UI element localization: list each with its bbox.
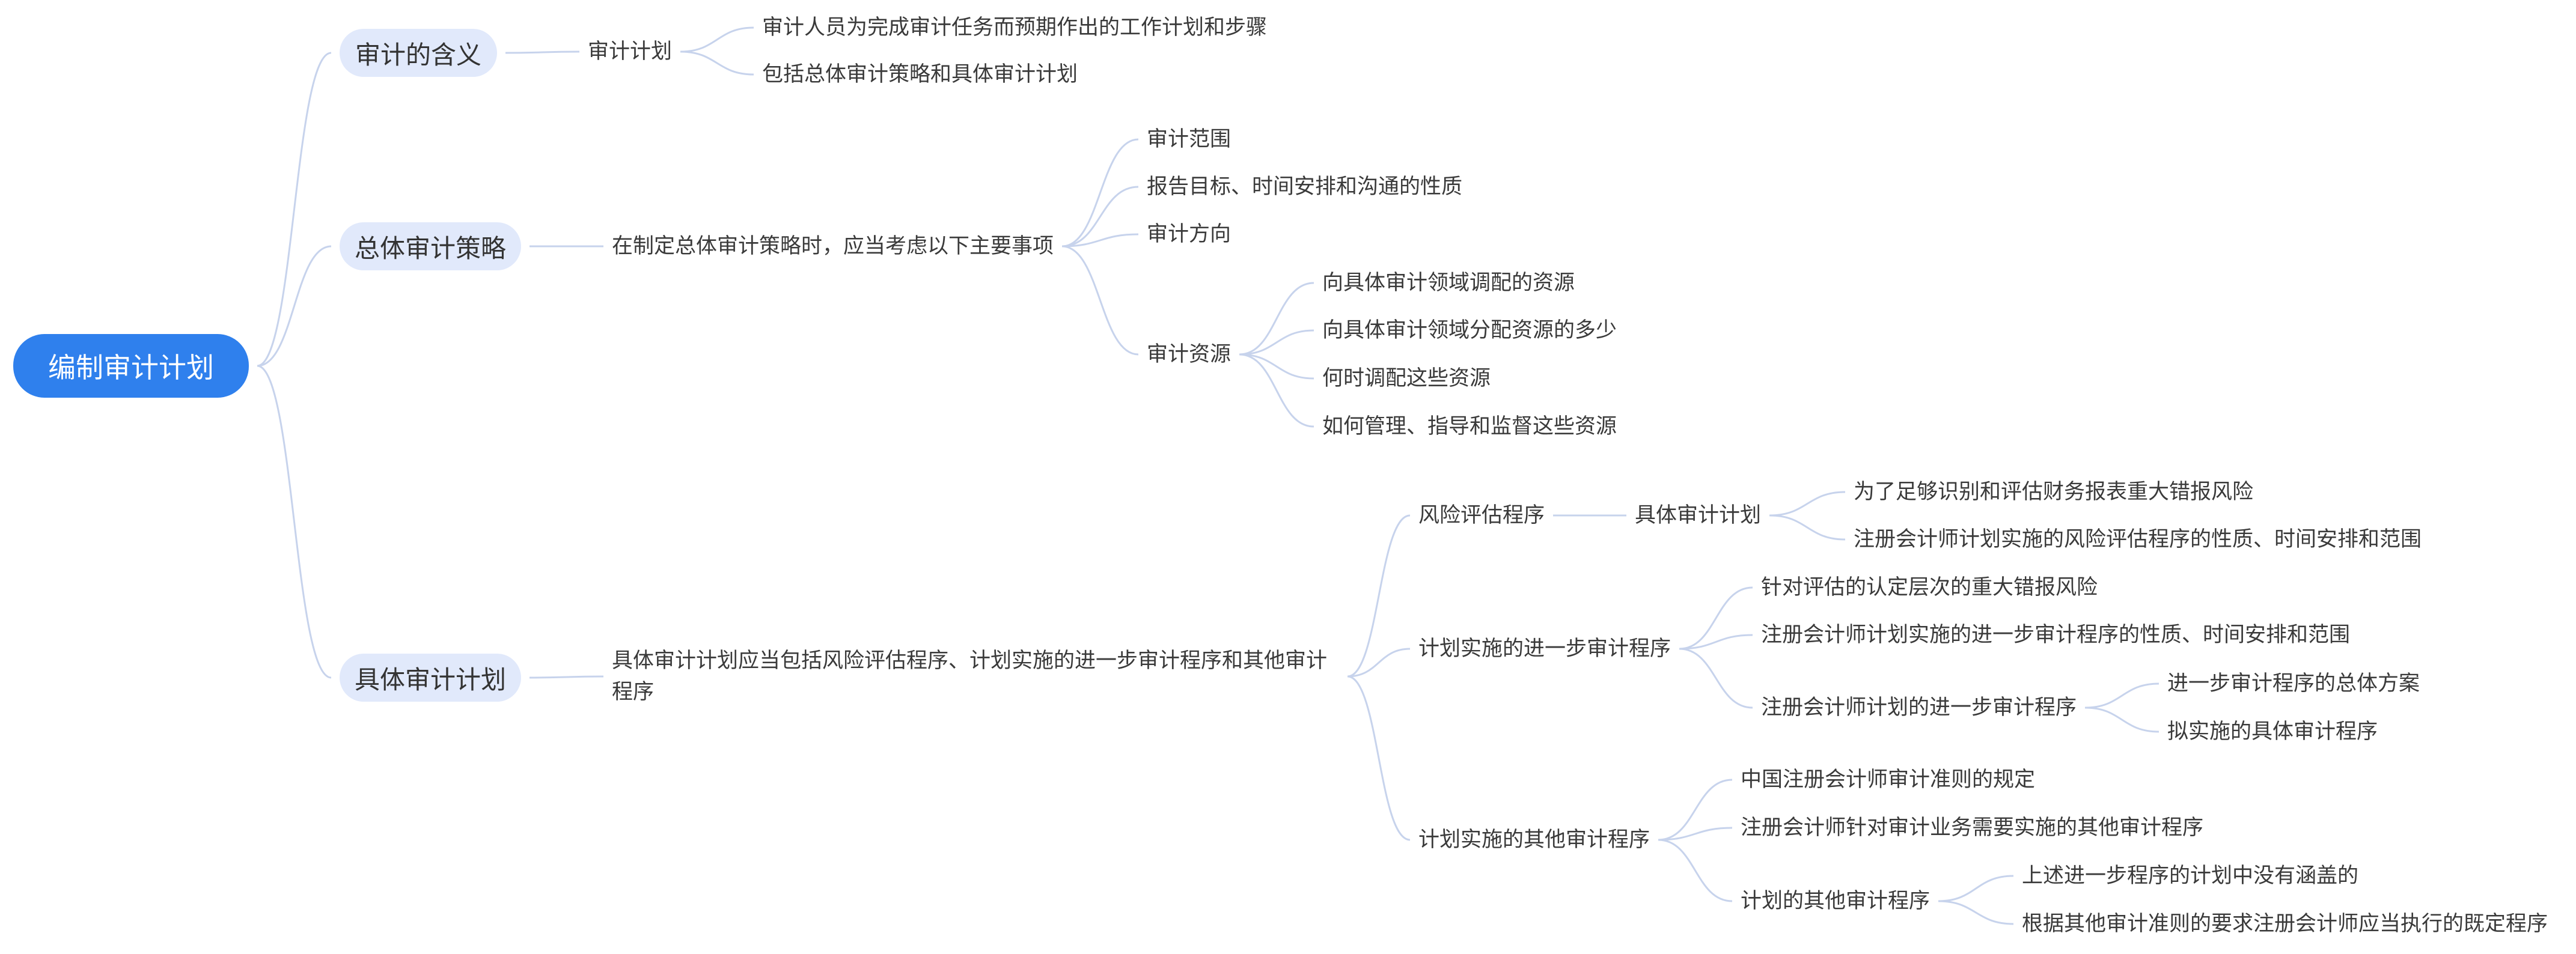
root-node[interactable]: 编制审计计划	[13, 334, 249, 398]
node-not-covered[interactable]: 上述进一步程序的计划中没有涵盖的	[2022, 864, 2359, 888]
connector-node-report-objectives	[1062, 186, 1139, 248]
connector-node-risk-assessment	[1347, 514, 1411, 678]
connector-node-further-procedures	[1347, 648, 1411, 678]
connector-node-further-procedure-nature	[1679, 634, 1753, 650]
node-risk-procedure-nature[interactable]: 注册会计师计划实施的风险评估程序的性质、时间安排和范围	[1854, 527, 2422, 551]
connector-node-planned-other	[1658, 839, 1733, 902]
node-audit-plan-includes[interactable]: 包括总体审计策略和具体审计计划	[762, 62, 1078, 87]
node-risk-assessment[interactable]: 风险评估程序	[1418, 503, 1545, 527]
connector-node-resource-timing	[1239, 353, 1314, 380]
branch-specific-plan[interactable]: 具体审计计划	[340, 654, 521, 702]
node-further-procedures[interactable]: 计划实施的进一步审计程序	[1418, 637, 1671, 661]
connector-node-resource-management	[1239, 353, 1314, 428]
connector-node-overall-approach	[2085, 682, 2159, 709]
connector-node-not-covered	[1938, 875, 2014, 902]
connector-node-audit-plan	[505, 50, 580, 54]
connector-node-engagement-other	[1658, 827, 1733, 841]
node-audit-resources[interactable]: 审计资源	[1147, 342, 1232, 366]
node-audit-plan[interactable]: 审计计划	[588, 40, 673, 64]
connector-branch-specific-plan	[257, 365, 332, 679]
connector-node-resource-amount	[1239, 329, 1314, 356]
node-cpa-standards[interactable]: 中国注册会计师审计准则的规定	[1741, 768, 2036, 792]
node-specific-plan-detail[interactable]: 具体审计计划	[1635, 503, 1762, 527]
connector-node-required-procedures	[1938, 900, 2014, 925]
node-resource-management[interactable]: 如何管理、指导和监督这些资源	[1322, 415, 1617, 439]
node-identify-risk[interactable]: 为了足够识别和评估财务报表重大错报风险	[1854, 480, 2254, 504]
node-strategy-considerations[interactable]: 在制定总体审计策略时，应当考虑以下主要事项	[612, 234, 1054, 258]
connector-node-audit-scope	[1061, 138, 1139, 248]
connector-node-identify-risk	[1769, 491, 1846, 517]
node-resource-allocation[interactable]: 向具体审计领域调配的资源	[1322, 271, 1575, 295]
node-report-objectives[interactable]: 报告目标、时间安排和沟通的性质	[1147, 175, 1463, 199]
node-resource-timing[interactable]: 何时调配这些资源	[1322, 366, 1491, 390]
node-specific-plan-contents[interactable]: 具体审计计划应当包括风险评估程序、计划实施的进一步审计程序和其他审计程序	[612, 649, 1328, 704]
node-overall-approach[interactable]: 进一步审计程序的总体方案	[2167, 672, 2420, 696]
connector-node-audit-plan-definition	[680, 26, 754, 53]
node-resource-amount[interactable]: 向具体审计领域分配资源的多少	[1322, 318, 1617, 342]
node-audit-plan-definition[interactable]: 审计人员为完成审计任务而预期作出的工作计划和步骤	[762, 16, 1268, 40]
connector-node-specific-plan-contents	[529, 675, 604, 679]
connector-node-resource-allocation	[1239, 282, 1314, 356]
node-audit-direction[interactable]: 审计方向	[1147, 222, 1232, 246]
connector-node-audit-direction	[1062, 233, 1139, 248]
node-engagement-other[interactable]: 注册会计师针对审计业务需要实施的其他审计程序	[1741, 816, 2204, 840]
node-further-procedure-nature[interactable]: 注册会计师计划实施的进一步审计程序的性质、时间安排和范围	[1761, 623, 2351, 647]
node-planned-other[interactable]: 计划的其他审计程序	[1741, 889, 1930, 913]
connector-node-assertion-risk	[1679, 586, 1753, 650]
connector-node-risk-procedure-nature	[1769, 514, 1846, 541]
connector-node-audit-plan-includes	[680, 50, 754, 76]
connector-node-other-procedures	[1347, 675, 1411, 841]
node-other-procedures[interactable]: 计划实施的其他审计程序	[1418, 828, 1650, 852]
node-assertion-risk[interactable]: 针对评估的认定层次的重大错报风险	[1761, 576, 2098, 600]
node-audit-scope[interactable]: 审计范围	[1147, 127, 1232, 151]
connector-branch-audit-meaning	[257, 52, 332, 367]
node-planned-further[interactable]: 注册会计师计划的进一步审计程序	[1761, 696, 2077, 720]
connector-node-specific-procedures	[2085, 706, 2159, 733]
connector-node-cpa-standards	[1658, 779, 1733, 841]
connector-branch-overall-strategy	[257, 245, 332, 367]
branch-audit-meaning[interactable]: 审计的含义	[340, 29, 497, 77]
connector-node-planned-further	[1679, 648, 1753, 709]
node-specific-procedures[interactable]: 拟实施的具体审计程序	[2167, 720, 2378, 744]
branch-overall-strategy[interactable]: 总体审计策略	[340, 222, 521, 270]
node-required-procedures[interactable]: 根据其他审计准则的要求注册会计师应当执行的既定程序	[2022, 912, 2548, 936]
connector-node-audit-resources	[1061, 245, 1139, 356]
